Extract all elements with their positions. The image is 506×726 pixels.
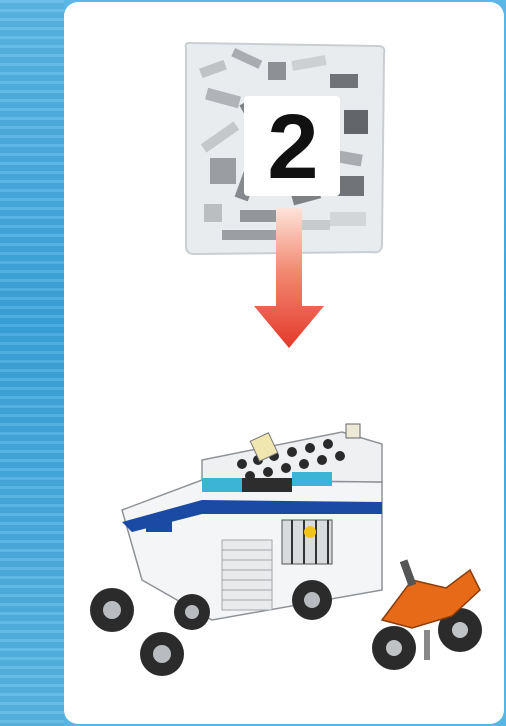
motorbike-model [372, 559, 482, 670]
step-number: 2 [253, 104, 333, 190]
background-stripes [0, 0, 64, 726]
loose-wheels [90, 588, 184, 676]
police-truck-model [122, 424, 382, 630]
arrow-down-icon [254, 208, 324, 348]
vehicle-model-illustration [82, 420, 492, 690]
